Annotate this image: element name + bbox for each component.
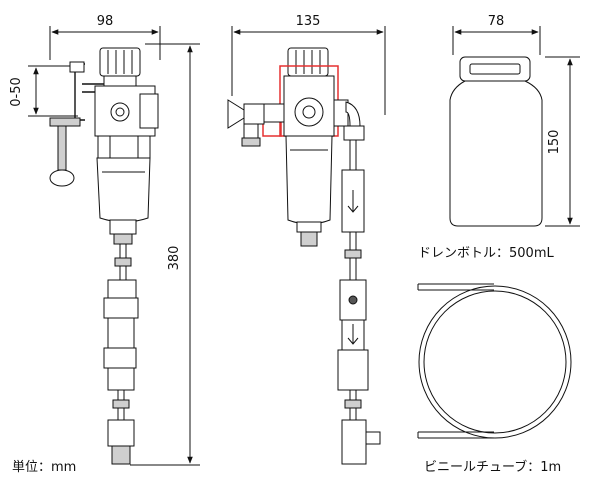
filter-bowl-front bbox=[285, 135, 333, 247]
regulator-knob-front bbox=[287, 47, 329, 77]
dim-middle-width-text: 135 bbox=[296, 14, 321, 29]
dim-left-width-text: 98 bbox=[97, 14, 114, 29]
regulator-body-front bbox=[261, 75, 349, 137]
regulator-body bbox=[94, 85, 159, 159]
drain-bottle: 78 150 bbox=[449, 14, 580, 227]
dim-clamp-range: 0-50 bbox=[9, 65, 78, 117]
dim-total-height: 380 bbox=[130, 43, 200, 466]
left-assembly: 98 0-50 380 bbox=[9, 14, 200, 466]
drain-line-left bbox=[103, 244, 139, 465]
dim-bottle-height-text: 150 bbox=[547, 130, 562, 155]
bottle-body bbox=[449, 80, 543, 227]
dim-total-height-text: 380 bbox=[167, 246, 182, 271]
vinyl-tube-label: ビニールチューブ：1m bbox=[424, 460, 562, 475]
dim-left-width: 98 bbox=[49, 14, 161, 60]
dim-bottle-height: 150 bbox=[545, 56, 580, 227]
regulator-knob bbox=[99, 47, 141, 87]
vinyl-tube-coil bbox=[417, 283, 572, 439]
dim-bottle-width-text: 78 bbox=[488, 14, 505, 29]
middle-assembly: 135 bbox=[227, 14, 386, 465]
unit-label: 単位：mm bbox=[12, 460, 77, 475]
elbow-fitting bbox=[343, 101, 365, 141]
filter-bowl bbox=[96, 157, 151, 245]
dim-clamp-range-text: 0-50 bbox=[9, 77, 24, 107]
dim-middle-width: 135 bbox=[231, 14, 386, 115]
ball-valve bbox=[227, 99, 265, 147]
dim-bottle-width: 78 bbox=[452, 14, 541, 55]
drain-line-middle bbox=[337, 140, 381, 465]
drain-bottle-label: ドレンボトル：500mL bbox=[418, 246, 554, 261]
